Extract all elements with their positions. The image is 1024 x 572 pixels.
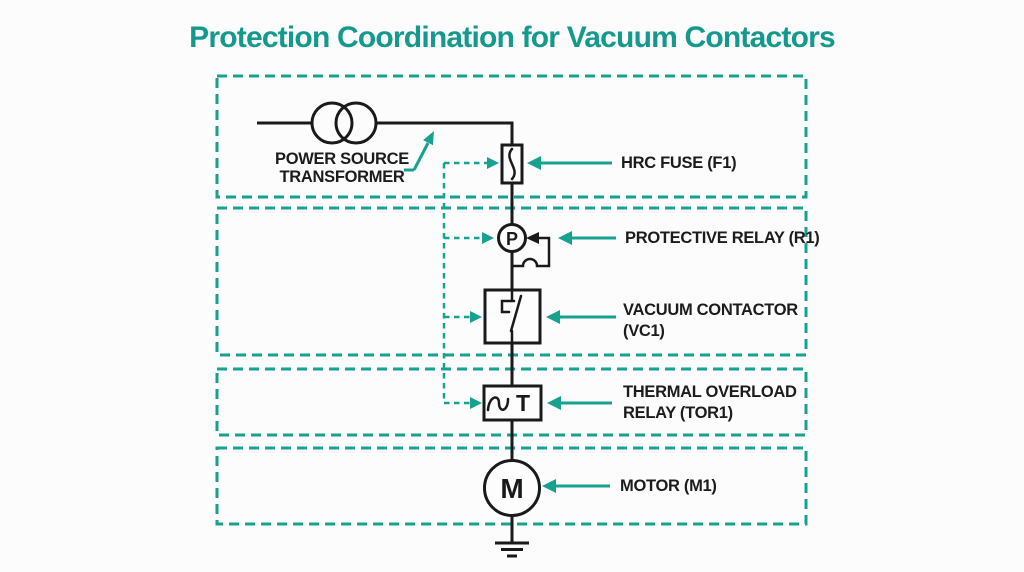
transformer-arrow: [404, 142, 430, 172]
motor-letter: M: [500, 473, 523, 504]
tor-label: THERMAL OVERLOAD RELAY (TOR1): [623, 382, 797, 424]
tor-letter: T: [516, 390, 530, 416]
contactor-label-line2: (VC1): [623, 322, 665, 340]
motor-arrowhead-icon: [542, 479, 556, 493]
relay-label: PROTECTIVE RELAY (R1): [625, 229, 820, 247]
signal-arrowhead-relay-icon: [482, 232, 494, 244]
motor-label: MOTOR (M1): [620, 477, 717, 495]
callout-arrows: [404, 131, 616, 493]
transformer-label-line1: POWER SOURCE: [275, 150, 409, 168]
fuse-arrowhead-icon: [527, 156, 541, 170]
motor-symbol: M: [483, 459, 541, 517]
diagram-title: Protection Coordination for Vacuum Conta…: [189, 21, 836, 54]
ground-symbol: [495, 541, 529, 558]
signal-arrowhead-fuse-icon: [487, 157, 499, 169]
fuse-label: HRC FUSE (F1): [621, 154, 737, 172]
transformer-symbol: [310, 101, 378, 145]
tor-body: [482, 384, 543, 422]
transformer-coil-secondary: [334, 101, 378, 145]
fuse-wave: [508, 147, 516, 181]
protective-relay-symbol: P: [497, 223, 551, 268]
relay-circle: [497, 223, 527, 253]
zone-box-source-fuse: [215, 74, 808, 199]
signal-arrowhead-tor-icon: [470, 397, 482, 409]
contactor-contact: [500, 288, 523, 345]
relay-arrowhead-icon: [558, 231, 572, 245]
transformer-coil-primary: [310, 101, 354, 145]
motor-circle: [483, 459, 541, 517]
contactor-arrowhead-icon: [546, 310, 560, 324]
contactor-label-line1: VACUUM CONTACTOR: [623, 301, 798, 319]
tor-label-line2: RELAY (TOR1): [623, 404, 733, 422]
transformer-arrowhead-icon: [423, 131, 434, 146]
contactor-label: VACUUM CONTACTOR (VC1): [623, 300, 798, 342]
tor-label-line1: THERMAL OVERLOAD: [623, 383, 797, 401]
tor-arrowhead-icon: [547, 396, 561, 410]
vacuum-contactor-symbol: [483, 288, 542, 345]
signal-arrowhead-contactor-icon: [470, 311, 482, 323]
relay-ct-loop: [511, 236, 551, 268]
relay-ct-arrow-icon: [526, 232, 539, 244]
thermal-overload-symbol: T: [482, 384, 543, 422]
relay-letter: P: [506, 229, 518, 249]
transformer-label: POWER SOURCE TRANSFORMER: [262, 150, 422, 186]
tor-sine-icon: [486, 396, 510, 412]
fuse-symbol: [500, 143, 524, 185]
main-circuit-line: [257, 121, 514, 543]
trip-signal-lines: [442, 157, 499, 409]
ground-bars: [495, 541, 529, 558]
transformer-label-line2: TRANSFORMER: [279, 168, 405, 186]
